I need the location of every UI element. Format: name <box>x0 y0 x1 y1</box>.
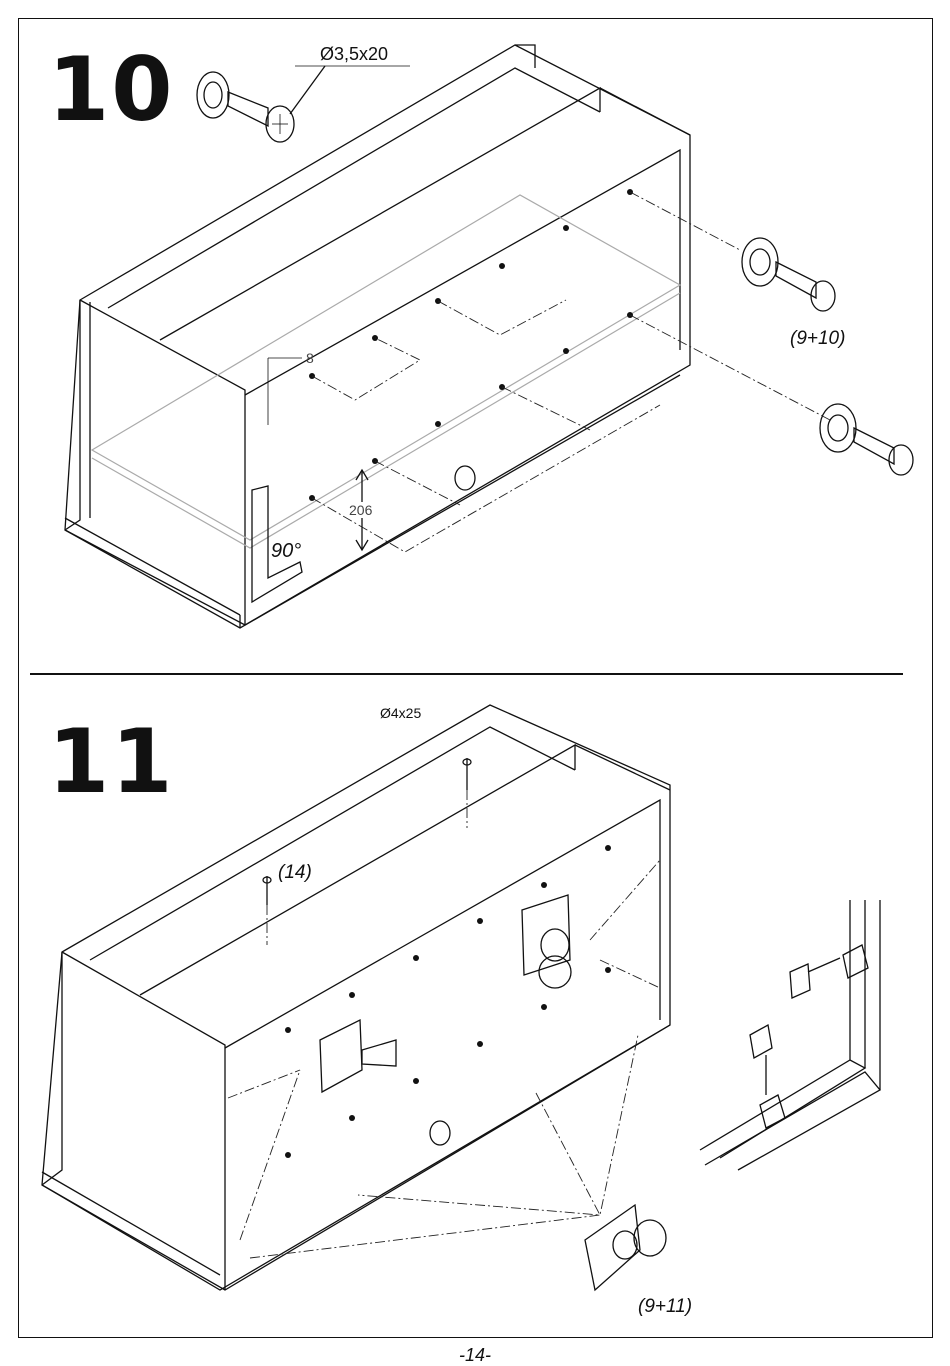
wall-corner-detail <box>700 900 880 1170</box>
screw-ref-label: (14) <box>278 862 312 884</box>
cabinet-11 <box>42 705 670 1290</box>
page-number: -14- <box>0 1345 950 1366</box>
screw-spec-label: Ø4x25 <box>380 705 421 721</box>
corner-block-detail <box>585 1205 666 1290</box>
parts-ref-label: (9+11) <box>638 1296 692 1318</box>
